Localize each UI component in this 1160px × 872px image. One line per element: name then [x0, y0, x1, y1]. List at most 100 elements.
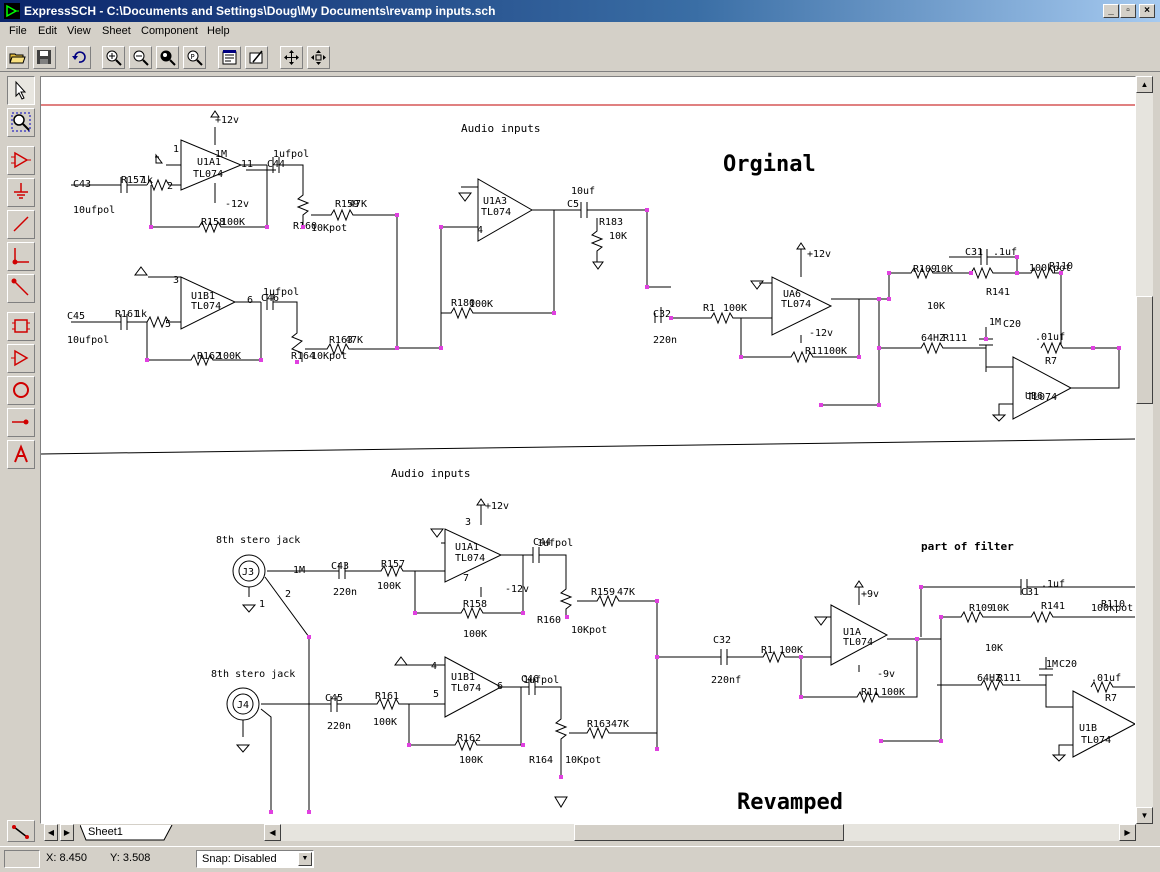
component-label: R159 — [335, 199, 359, 210]
junction-node — [887, 271, 891, 275]
scroll-right-button[interactable]: ▶ — [1119, 824, 1136, 841]
component-label: +12v — [485, 501, 509, 512]
component-label: 1ufpol — [523, 675, 559, 686]
status-y: Y: 3.508 — [110, 852, 151, 864]
junction-node — [939, 615, 943, 619]
menu-component[interactable]: Component — [141, 25, 198, 37]
component-label: 8th stero jack — [216, 535, 300, 546]
component-label: C46 — [261, 293, 279, 304]
component-label: R183 — [599, 217, 623, 228]
component-label: 100K — [881, 687, 905, 698]
open-button[interactable] — [6, 46, 29, 69]
move-button[interactable] — [280, 46, 303, 69]
component-tool[interactable] — [7, 312, 35, 341]
properties-button[interactable] — [218, 46, 241, 69]
horizontal-scroll-thumb[interactable] — [574, 824, 844, 841]
buffer-tool[interactable] — [7, 344, 35, 373]
zoom-in-button[interactable] — [102, 46, 125, 69]
edit-component-button[interactable] — [245, 46, 268, 69]
component-label: 1 — [173, 144, 179, 155]
wire-tool[interactable] — [7, 210, 35, 239]
junction-wire-tool[interactable] — [7, 242, 35, 271]
zoom-in-icon — [106, 50, 122, 66]
status-blank — [4, 850, 40, 868]
bus-tool[interactable] — [7, 274, 35, 303]
component-label: 100kpot — [1091, 603, 1133, 614]
menu-edit[interactable]: Edit — [38, 25, 57, 37]
component-label: .01uf — [1035, 332, 1065, 343]
component-label: TL074 — [843, 637, 873, 648]
component-label: 1M — [293, 565, 305, 576]
sheet-prev-button[interactable]: ◀ — [44, 824, 58, 841]
zoom-area-button[interactable] — [156, 46, 179, 69]
component-label: TL074 — [781, 299, 811, 310]
title-bar: ExpressSCH - C:\Documents and Settings\D… — [0, 0, 1160, 22]
component-label: R161 — [375, 691, 399, 702]
component-label: R164 — [291, 351, 315, 362]
component-label: C20 — [1003, 319, 1021, 330]
component-label: C45 — [67, 311, 85, 322]
move-icon — [284, 50, 299, 65]
junction-node — [521, 743, 525, 747]
minimize-button[interactable]: _ — [1103, 4, 1119, 18]
component-label: .1uf — [993, 247, 1017, 258]
component-label: .1uf — [1041, 579, 1065, 590]
junction-node — [969, 271, 973, 275]
component-label: 220nf — [711, 675, 741, 686]
menu-view[interactable]: View — [67, 25, 91, 37]
save-button[interactable] — [33, 46, 56, 69]
snap-select[interactable]: Snap: Disabled ▼ — [196, 850, 314, 868]
status-coords: X: 8.450 Y: 3.508 — [42, 850, 192, 868]
component-label: R111 — [943, 333, 967, 344]
sheet-next-button[interactable]: ▶ — [60, 824, 74, 841]
junction-node — [877, 297, 881, 301]
scroll-left-button[interactable]: ◀ — [264, 824, 281, 841]
junction-node — [565, 615, 569, 619]
opamp-tool[interactable] — [7, 146, 35, 175]
zoom-out-button[interactable] — [129, 46, 152, 69]
component-icon — [12, 319, 30, 333]
component-label: 47K — [349, 199, 367, 210]
junction-node — [259, 358, 263, 362]
component-label: R11 — [861, 687, 879, 698]
select-tool[interactable] — [7, 76, 35, 105]
horizontal-scrollbar[interactable]: ◀ ▶ — [264, 824, 1136, 841]
menu-file[interactable]: File — [9, 25, 27, 37]
junction-node — [669, 316, 673, 320]
component-label: R159 — [591, 587, 615, 598]
junction-node — [413, 611, 417, 615]
zoom-page-button[interactable]: P — [183, 46, 206, 69]
component-label: .01uf — [1091, 673, 1121, 684]
vertical-scrollbar[interactable]: ▲ ▼ — [1136, 76, 1153, 824]
component-label: R162 — [457, 733, 481, 744]
vertical-scroll-thumb[interactable] — [1136, 296, 1153, 404]
component-label: 220n — [653, 335, 677, 346]
pin-tool[interactable] — [7, 408, 35, 437]
component-label: 2 — [285, 589, 291, 600]
undo-button[interactable] — [68, 46, 91, 69]
drag-button[interactable] — [307, 46, 330, 69]
open-icon — [9, 53, 26, 64]
component-label: U1A — [843, 627, 861, 638]
component-label: J3 — [242, 567, 254, 578]
menu-sheet[interactable]: Sheet — [102, 25, 131, 37]
component-label: 100K — [377, 581, 401, 592]
zoom-select-tool[interactable] — [7, 108, 35, 137]
text-tool[interactable] — [7, 440, 35, 469]
scroll-up-button[interactable]: ▲ — [1136, 76, 1153, 93]
junction-node — [819, 403, 823, 407]
autoroute-tool[interactable] — [7, 820, 35, 842]
close-button[interactable]: × — [1139, 4, 1155, 18]
component-label: 10Kpot — [571, 625, 607, 636]
menu-help[interactable]: Help — [207, 25, 230, 37]
component-label: R158 — [463, 599, 487, 610]
bus-icon — [11, 278, 29, 296]
component-label: U1A3 — [483, 196, 507, 207]
ground-tool[interactable] — [7, 178, 35, 207]
component-label: 4 — [431, 661, 437, 672]
restore-button[interactable]: ▫ — [1120, 4, 1136, 18]
sheet-tab[interactable]: Sheet1 — [80, 825, 176, 841]
scroll-down-button[interactable]: ▼ — [1136, 807, 1153, 824]
circle-tool[interactable] — [7, 376, 35, 405]
